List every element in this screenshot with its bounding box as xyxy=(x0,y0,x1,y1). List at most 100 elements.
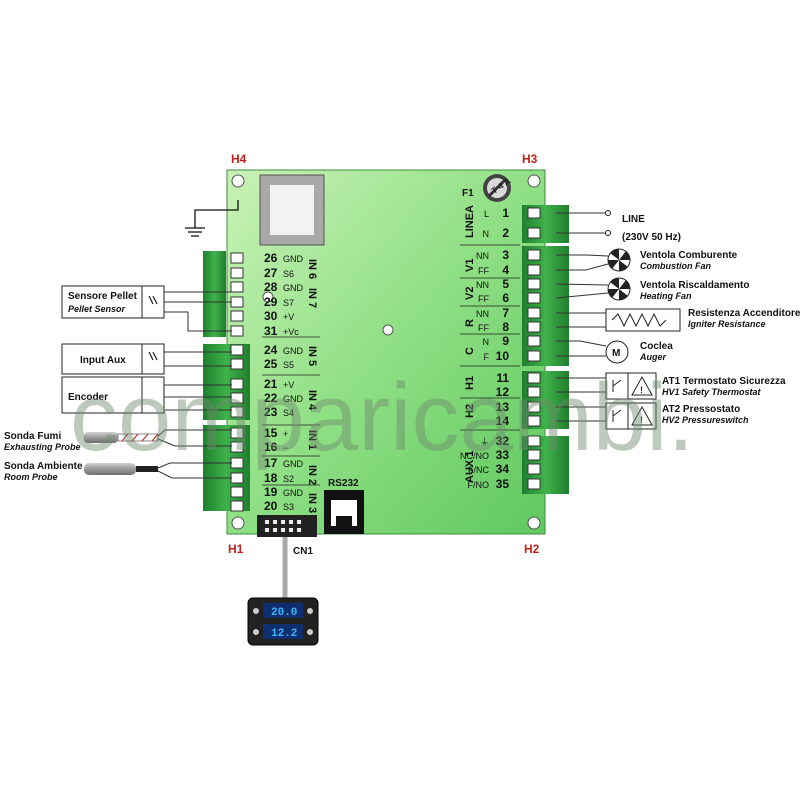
igniter-resistance-icon xyxy=(605,308,681,332)
right-terminal-number: 10 xyxy=(496,349,510,363)
auger-title: Coclea xyxy=(640,341,673,352)
right-terminal-number: 2 xyxy=(502,226,509,240)
corner-label-h4: H4 xyxy=(231,152,247,166)
line-label: LINE xyxy=(622,214,645,225)
display-bottom-readout: 12.2 xyxy=(271,628,297,640)
igniter-wires xyxy=(556,312,606,328)
room-probe-wires xyxy=(157,462,232,479)
transformer xyxy=(259,174,325,246)
left-terminal-number: 31 xyxy=(264,324,278,338)
svg-text:!: ! xyxy=(640,385,643,395)
group-h1: H1 xyxy=(464,376,476,390)
right-terminal-name: FF xyxy=(478,266,489,276)
auger-motor-icon xyxy=(605,340,629,364)
left-terminal-name: GND xyxy=(283,459,304,469)
screw-terminal xyxy=(230,358,244,370)
in6-label: IN 6 xyxy=(306,259,318,279)
left-terminal-name: +V xyxy=(283,380,294,390)
left-terminal-name: S5 xyxy=(283,360,294,370)
right-terminal-number: 12 xyxy=(496,385,510,399)
right-terminal-number: 3 xyxy=(502,248,509,262)
line-spec: (230V 50 Hz) xyxy=(622,232,681,243)
left-terminal-number: 24 xyxy=(264,343,278,357)
exhaust-probe-title: Sonda Fumi xyxy=(4,431,61,442)
left-terminal-name: GND xyxy=(283,488,304,498)
left-terminal-number: 25 xyxy=(264,357,278,371)
line-wires xyxy=(556,212,606,234)
right-terminal-labels: 1L2N3NN4FF5NN6FF7NN8FF9N10F1112131432⏚33… xyxy=(460,206,509,491)
corner-label-h1: H1 xyxy=(228,542,244,556)
in1-label: IN 1 xyxy=(306,430,318,450)
group-r: R xyxy=(464,319,476,327)
screw-terminal xyxy=(230,406,244,418)
left-terminal-name: +V xyxy=(283,312,294,322)
left-terminal-number: 23 xyxy=(264,405,278,419)
combustion-fan-icon xyxy=(607,248,631,272)
combustion-fan-subtitle: Combustion Fan xyxy=(640,261,711,271)
right-terminal-name: NC/NO xyxy=(460,451,489,461)
input-aux-wires xyxy=(164,351,232,367)
right-terminal-name: FF xyxy=(478,294,489,304)
screw-terminal xyxy=(527,449,541,461)
screw-terminal xyxy=(230,500,244,512)
room-probe-subtitle: Room Probe xyxy=(4,472,58,482)
screw-terminal xyxy=(527,386,541,398)
pellet-sensor-title: Sensore Pellet xyxy=(68,291,138,302)
right-terminal-number: 1 xyxy=(502,206,509,220)
pellet-wires xyxy=(164,291,232,332)
left-terminal-name: S6 xyxy=(283,269,294,279)
rs232-label: RS232 xyxy=(328,478,359,489)
screw-terminal xyxy=(230,427,244,439)
left-terminal-name: GND xyxy=(283,394,304,404)
line-terminal-n xyxy=(605,230,611,236)
pellet-sensor-subtitle: Pellet Sensor xyxy=(68,304,126,314)
igniter-title: Resistenza Accenditore xyxy=(688,308,800,319)
right-terminal-name: F xyxy=(484,352,490,362)
screw-terminal xyxy=(527,350,541,362)
display-top-readout: 20.0 xyxy=(271,607,297,619)
encoder-wires xyxy=(164,384,232,411)
screw-terminal xyxy=(527,278,541,290)
in3-label: IN 3 xyxy=(306,493,318,513)
screw-terminal xyxy=(527,401,541,413)
screw-terminal xyxy=(230,252,244,264)
encoder-box xyxy=(61,376,165,414)
left-terminal-number: 21 xyxy=(264,377,278,391)
group-h2: H2 xyxy=(464,404,476,418)
corner-label-h3: H3 xyxy=(522,152,538,166)
left-terminal-name: S3 xyxy=(283,502,294,512)
display-unit xyxy=(247,597,319,646)
in7-label: IN 7 xyxy=(306,288,318,308)
right-terminal-name: ⏚ xyxy=(480,437,489,447)
screw-terminal xyxy=(527,307,541,319)
input-aux-label: Input Aux xyxy=(80,355,126,366)
pressure-switch-title: AT2 Pressostato xyxy=(662,404,740,415)
left-terminal-number: 28 xyxy=(264,280,278,294)
screw-terminal xyxy=(230,281,244,293)
screw-terminal xyxy=(230,392,244,404)
left-terminal-name: S4 xyxy=(283,408,294,418)
encoder-label: Encoder xyxy=(68,392,108,403)
left-terminal-number: 18 xyxy=(264,471,278,485)
in2-label: IN 2 xyxy=(306,465,318,485)
left-terminal-number: 19 xyxy=(264,485,278,499)
exhaust-probe xyxy=(84,432,159,443)
right-terminal-number: 7 xyxy=(502,306,509,320)
screw-terminal xyxy=(230,296,244,308)
screw-terminal xyxy=(230,472,244,484)
right-terminal-number: 4 xyxy=(502,263,509,277)
group-c: C xyxy=(464,347,476,355)
pressure-switch-wires xyxy=(556,406,606,422)
screw-terminal xyxy=(230,267,244,279)
right-terminal-name: F/NO xyxy=(468,480,490,490)
svg-text:!: ! xyxy=(640,415,643,425)
auger-subtitle: Auger xyxy=(639,352,667,362)
right-terminal-number: 13 xyxy=(496,400,510,414)
right-terminal-number: 8 xyxy=(502,320,509,334)
combustion-fan-title: Ventola Comburente xyxy=(640,250,738,261)
exhaust-probe-wires xyxy=(157,429,232,447)
input-aux-box xyxy=(61,343,165,375)
pellet-sensor-box xyxy=(61,285,165,319)
line-terminal-l xyxy=(605,210,611,216)
fuse-holder xyxy=(483,174,511,202)
